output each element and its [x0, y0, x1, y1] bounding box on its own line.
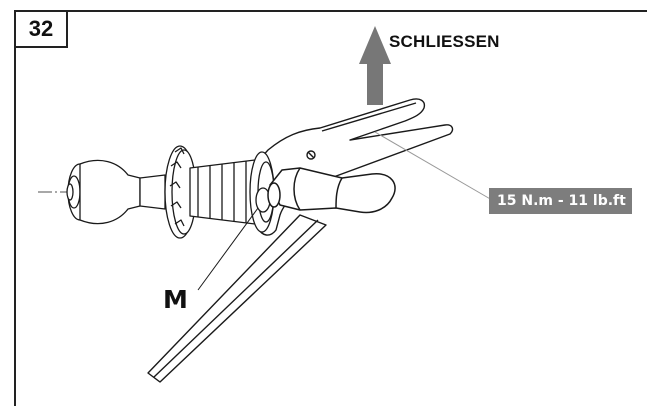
wrench — [250, 98, 454, 236]
part-label-m: M — [163, 285, 188, 314]
torque-spec-label: 15 N.m - 11 lb.ft — [489, 188, 632, 214]
hex-key — [147, 214, 327, 383]
step-number-badge: 32 — [16, 12, 68, 48]
close-direction-arrow-icon — [359, 26, 391, 105]
t-handle — [267, 167, 396, 214]
torque-leader-line — [374, 131, 493, 201]
figure-frame — [14, 10, 647, 406]
hub-body — [66, 145, 275, 239]
part-m-leader-line — [197, 207, 259, 291]
direction-label: SCHLIESSEN — [389, 32, 500, 51]
